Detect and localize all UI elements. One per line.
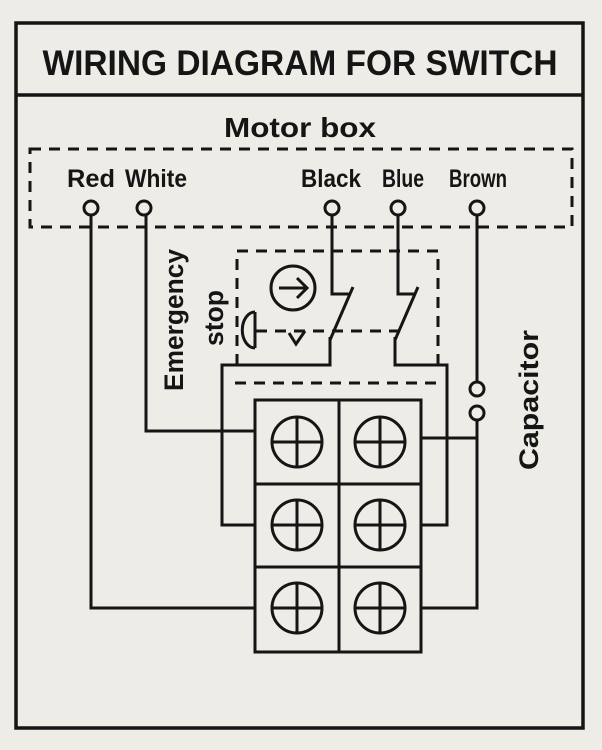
screw-icon [353, 498, 407, 552]
capacitor-label: Capacitor [514, 329, 544, 470]
terminal-white [135, 199, 153, 217]
capacitor-terminal-1 [468, 380, 486, 398]
terminal-label-brown: Brown [449, 165, 507, 193]
capacitor-terminal-2 [468, 404, 486, 422]
wire-red [89, 215, 255, 610]
outer-frame [14, 21, 585, 730]
switch-contact-black [328, 286, 355, 341]
terminal-label-blue: Blue [382, 165, 424, 193]
rotate-release-icon [269, 264, 317, 312]
motor-box-outline [28, 147, 574, 229]
screw-icon [353, 581, 407, 635]
terminal-label-white: White [125, 165, 187, 193]
emergency-stop-box [235, 249, 440, 365]
motor-box-label: Motor box [224, 112, 376, 143]
screw-terminals [270, 415, 407, 635]
screw-icon [270, 415, 324, 469]
stop-label: stop [199, 290, 229, 346]
terminal-block [253, 398, 423, 654]
wire-white [144, 215, 255, 433]
wire-black-lower [220, 337, 332, 527]
capacitor-symbol [468, 380, 486, 422]
emergency-label: Emergency [159, 249, 189, 391]
mushroom-button-icon [240, 310, 257, 350]
screw-icon [270, 581, 324, 635]
switch-contact-blue [393, 286, 420, 341]
wire-brown-lower [421, 420, 479, 610]
terminal-label-black: Black [301, 165, 361, 193]
screw-icon [353, 415, 407, 469]
terminal-label-red: Red [67, 165, 115, 193]
actuator-detent [287, 330, 307, 347]
wire-blue-upper [396, 215, 416, 296]
wire-blue-lower [393, 337, 449, 527]
diagram-title: WIRING DIAGRAM FOR SWITCH [43, 44, 558, 83]
wire-black-upper [330, 215, 349, 296]
screw-icon [270, 498, 324, 552]
